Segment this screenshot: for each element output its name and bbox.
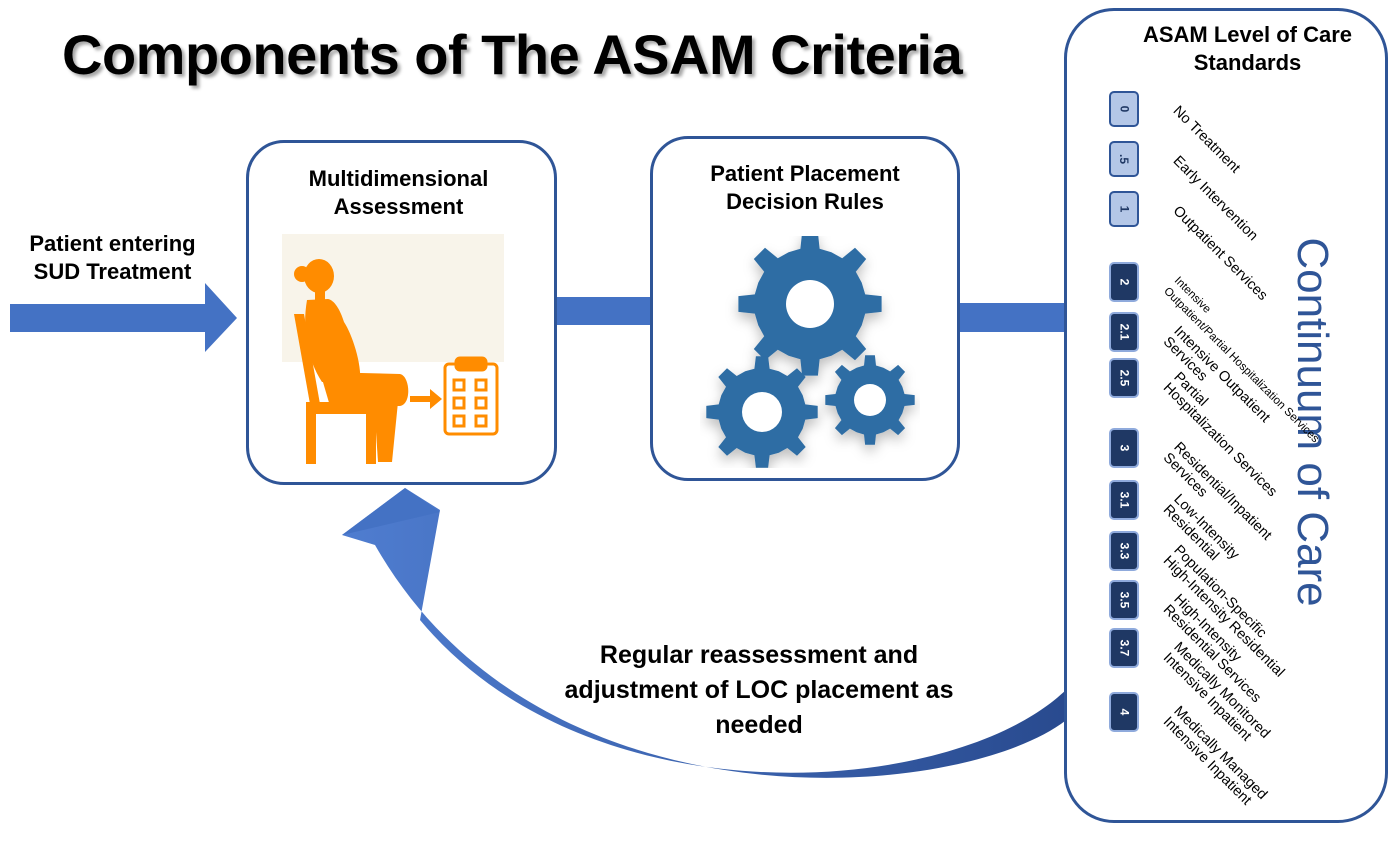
- level-code: 2: [1117, 278, 1131, 286]
- level-code: 3.3: [1117, 542, 1131, 560]
- level-code: 3.1: [1117, 491, 1131, 509]
- level-code: 3: [1117, 444, 1131, 452]
- level-code: .5: [1116, 153, 1131, 165]
- assessment-title: Multidimensional Assessment: [308, 166, 489, 220]
- level-code: 4: [1117, 708, 1131, 716]
- gears-icon: [706, 236, 915, 468]
- small-gear-icon-hole: [854, 384, 886, 416]
- level-code: 2.1: [1117, 323, 1131, 341]
- level-node-4: 4: [1109, 692, 1139, 732]
- seated-patient-checklist-icon: [282, 234, 504, 464]
- level-node-p5: .5: [1109, 141, 1139, 177]
- feedback-curved-arrow: [342, 488, 1097, 778]
- level-node-3p1: 3.1: [1109, 480, 1139, 520]
- level-code: 3.5: [1117, 591, 1131, 609]
- level-code: 0: [1117, 105, 1131, 113]
- medium-gear-icon-hole: [742, 392, 782, 432]
- entry-arrow: [10, 283, 237, 352]
- continuum-header: ASAM Level of Care Standards: [1142, 22, 1353, 76]
- feedback-arrow-head: [342, 488, 440, 535]
- level-node-2p5: 2.5: [1109, 358, 1139, 398]
- page-title: Components of The ASAM Criteria: [62, 23, 963, 86]
- level-node-1: 1: [1109, 191, 1139, 227]
- level-code: 2.5: [1117, 369, 1131, 387]
- level-node-3p7: 3.7: [1109, 628, 1139, 668]
- level-node-2: 2: [1109, 262, 1139, 302]
- decision-title: Patient Placement Decision Rules: [710, 161, 900, 215]
- level-node-3: 3: [1109, 428, 1139, 468]
- large-gear-icon-hole: [786, 280, 834, 328]
- level-code: 3.7: [1117, 639, 1131, 657]
- entry-label: Patient entering SUD Treatment: [29, 231, 196, 285]
- level-node-2p1: 2.1: [1109, 312, 1139, 352]
- level-node-3p3: 3.3: [1109, 531, 1139, 571]
- level-code: 1: [1117, 205, 1131, 213]
- level-node-3p5: 3.5: [1109, 580, 1139, 620]
- feedback-label: Regular reassessment and adjustment of L…: [564, 641, 954, 739]
- level-node-0: 0: [1109, 91, 1139, 127]
- decision-to-continuum-arrow: [960, 288, 1101, 347]
